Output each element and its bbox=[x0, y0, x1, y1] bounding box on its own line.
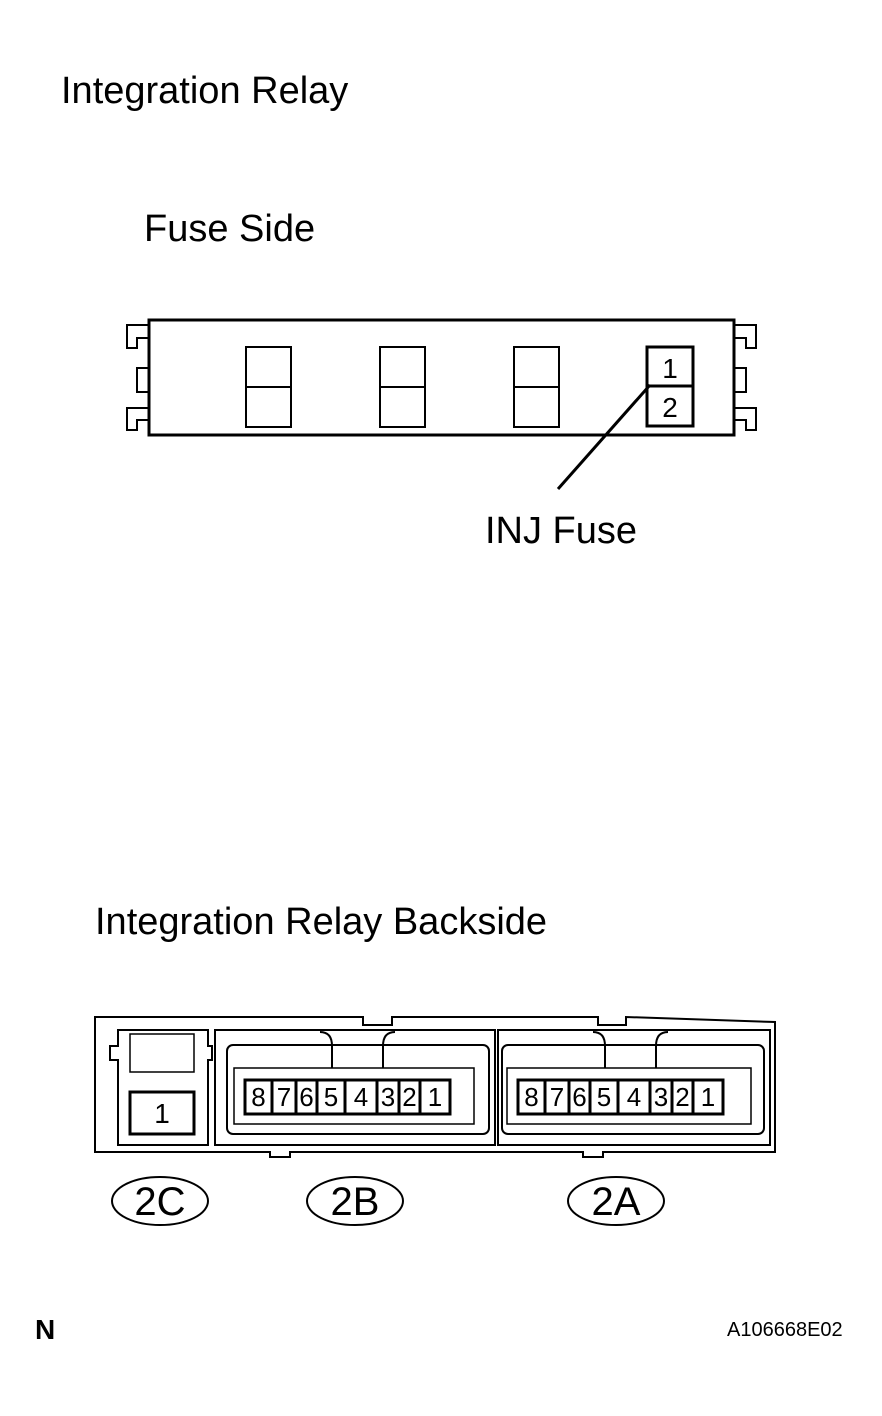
connector-2a-pin-5-label: 5 bbox=[597, 1082, 611, 1112]
connector-2b-housing-outer bbox=[214, 1029, 496, 1146]
connector-2b-pin-1-label: 1 bbox=[428, 1082, 442, 1112]
connector-2a-key bbox=[592, 1031, 606, 1068]
connector-2a-pin-6-label: 6 bbox=[572, 1082, 586, 1112]
right-clip-top bbox=[734, 324, 757, 349]
connector-tag-2a-text: 2A bbox=[592, 1180, 641, 1224]
orientation-mark: N bbox=[35, 1314, 56, 1345]
inj-fuse-terminal-2: 2 bbox=[662, 392, 678, 423]
connector-tag-2a: 2A bbox=[567, 1176, 665, 1226]
connector-2b-pin-7-label: 7 bbox=[277, 1082, 291, 1112]
connector-2a-pin-1-label: 1 bbox=[701, 1082, 715, 1112]
connector-2a-pin-8-label: 8 bbox=[524, 1082, 538, 1112]
connector-2c-pin-label: 1 bbox=[154, 1098, 170, 1129]
backside-block bbox=[94, 1015, 776, 1158]
left-clip-middle bbox=[136, 367, 149, 393]
connector-2b-pin-5-label: 5 bbox=[324, 1082, 338, 1112]
connector-2b-pin-3-label: 3 bbox=[381, 1082, 395, 1112]
connector-2c-latch bbox=[129, 1033, 195, 1073]
left-clip-top bbox=[126, 324, 149, 349]
inj-fuse-leader-line bbox=[556, 384, 652, 490]
fuse-side-heading: Fuse Side bbox=[144, 208, 316, 250]
connector-2b-housing-inner bbox=[226, 1044, 490, 1135]
connector-2b-key bbox=[319, 1031, 333, 1068]
connector-2b-pin-6-label: 6 bbox=[299, 1082, 313, 1112]
backside-body-outline bbox=[94, 1015, 776, 1158]
connector-2b-key bbox=[382, 1031, 396, 1068]
fuse-block-body bbox=[147, 318, 736, 437]
connector-2b bbox=[214, 1029, 496, 1146]
connector-2a-shroud bbox=[506, 1067, 752, 1125]
connector-2a-pin-2-label: 2 bbox=[675, 1082, 689, 1112]
connector-tag-2c: 2C bbox=[111, 1176, 209, 1226]
diagram-title: Integration Relay bbox=[61, 70, 349, 112]
connector-tag-2b: 2B bbox=[306, 1176, 404, 1226]
inj-fuse-terminal-1: 1 bbox=[662, 353, 678, 384]
inj-fuse-callout-label: INJ Fuse bbox=[485, 510, 638, 552]
connector-2c-pin-1 bbox=[128, 1090, 196, 1136]
connector-2b-pin-8-label: 8 bbox=[251, 1082, 265, 1112]
left-clip-bottom bbox=[126, 407, 149, 431]
connector-2a-pin-frame bbox=[516, 1078, 725, 1116]
right-clip-middle bbox=[734, 367, 747, 393]
connector-tag-2c-text: 2C bbox=[134, 1180, 185, 1224]
connector-2c bbox=[109, 1029, 213, 1146]
fuse-slot bbox=[513, 346, 560, 428]
connector-2b-pin-4-label: 4 bbox=[354, 1082, 368, 1112]
connector-2b-pin-frame bbox=[243, 1078, 452, 1116]
connector-2a bbox=[497, 1029, 771, 1146]
connector-2a-housing-outer bbox=[497, 1029, 771, 1146]
fuse-slot bbox=[379, 346, 426, 428]
connector-2a-pin-7-label: 7 bbox=[550, 1082, 564, 1112]
connector-2a-pin-4-label: 4 bbox=[627, 1082, 641, 1112]
figure-code: A106668E02 bbox=[727, 1319, 843, 1341]
connector-tag-2b-text: 2B bbox=[331, 1180, 380, 1224]
connector-2a-housing-inner bbox=[501, 1044, 765, 1135]
fuse-slot bbox=[245, 346, 292, 428]
connector-2a-pin-3-label: 3 bbox=[654, 1082, 668, 1112]
fuse-side-block bbox=[126, 318, 757, 490]
connector-2c-housing bbox=[109, 1029, 213, 1146]
right-clip-bottom bbox=[734, 407, 757, 431]
connector-2b-pin-2-label: 2 bbox=[402, 1082, 416, 1112]
connector-2a-key bbox=[655, 1031, 669, 1068]
backside-heading: Integration Relay Backside bbox=[95, 901, 548, 943]
connector-2b-shroud bbox=[233, 1067, 475, 1125]
